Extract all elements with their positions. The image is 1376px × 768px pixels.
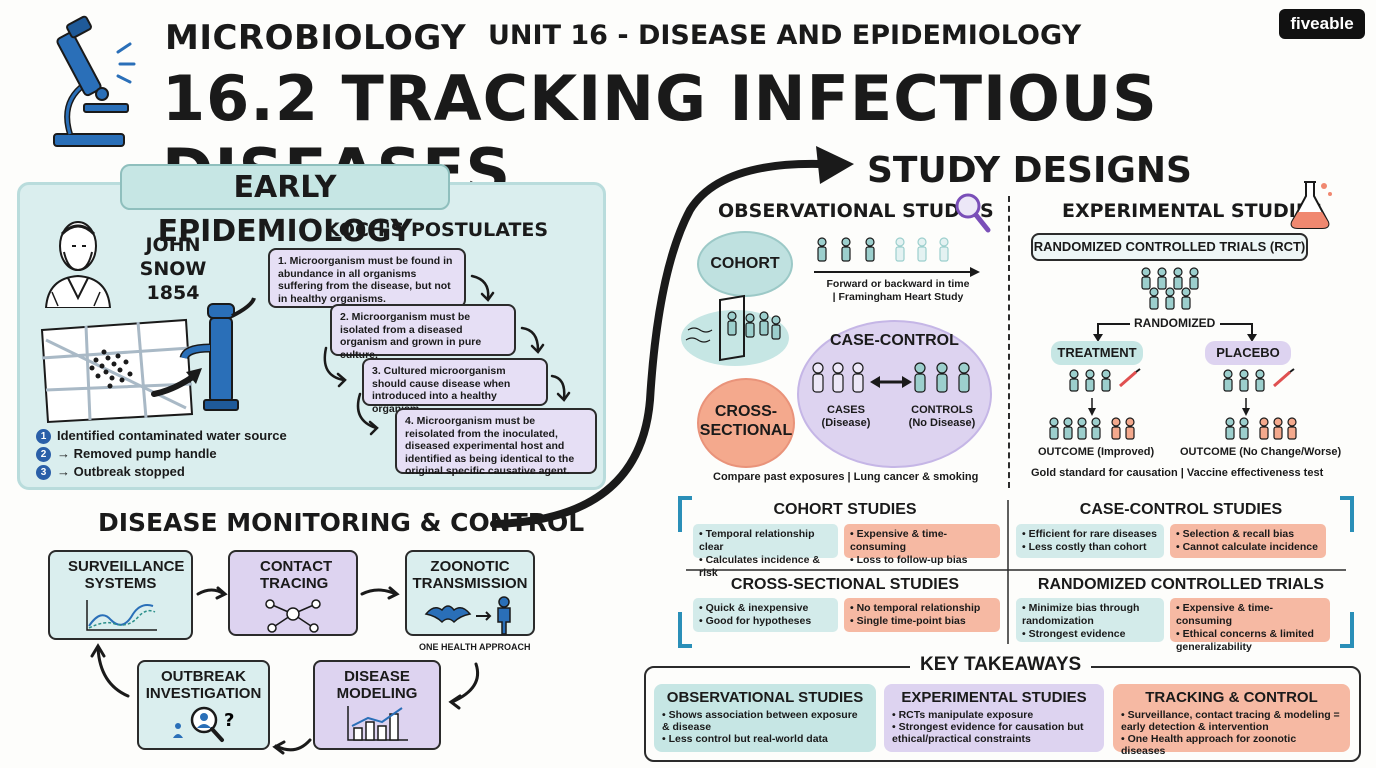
rct-pros: Minimize bias through randomizationStron… [1016,598,1164,642]
case-control-bubble [797,320,992,468]
outcome-no-change-label: OUTCOME (No Change/Worse) [1180,446,1342,458]
snow-step-3: 3→ Outbreak stopped [36,464,287,480]
rct-studies-title: RANDOMIZED CONTROLLED TRIALS [1037,576,1325,593]
case-control-pros: Efficient for rare diseasesLess costly t… [1016,524,1164,558]
koch-flow-arrows-icon [323,274,571,436]
modeling-label: DISEASE MODELING [336,668,418,702]
timeline-people-icon [814,237,980,277]
john-snow-name: JOHN SNOW [139,234,207,280]
cases-label: CASES (Disease) [821,404,871,429]
outcome-improved-label: OUTCOME (Improved) [1038,446,1155,458]
takeaway-experimental: EXPERIMENTAL STUDIES RCTs manipulate exp… [884,684,1104,752]
magnifier-icon [955,193,991,233]
randomized-label: RANDOMIZED [1134,316,1216,330]
zoonotic-transmission-box: ZOONOTIC TRANSMISSION [405,550,535,636]
cross-sectional-studies-title: CROSS-SECTIONAL STUDIES [730,576,960,593]
cohort-group-icon [681,294,789,366]
observational-studies-title: OBSERVATIONAL STUDIES [718,200,994,222]
case-control-studies-title: CASE-CONTROL STUDIES [1079,501,1283,518]
monitoring-cycle-arrows-icon [90,586,479,755]
early-epidemiology-heading: EARLY EPIDEMIOLOGY [120,164,450,249]
bat-to-human-icon [424,596,511,635]
water-pump-icon [179,297,256,411]
treatment-label: TREATMENT [1051,341,1143,365]
snow-step-2: 2→ Removed pump handle [36,446,287,462]
key-takeaways-title: KEY TAKEAWAYS [910,654,1092,676]
contact-tracing-label: CONTACT TRACING [260,558,333,592]
outbreak-investigation-box: OUTBREAK INVESTIGATION ? [137,660,270,750]
one-health-label: ONE HEALTH APPROACH [419,642,531,652]
brand-logo: fiveable [1279,9,1365,39]
microscope-icon [53,15,136,147]
koch-postulate-1: 1. Microorganism must be found in abunda… [268,248,466,308]
john-snow-label: JOHN SNOW 1854 [118,233,228,305]
study-designs-title: STUDY DESIGNS [867,150,1192,191]
takeaway-tracking-control: TRACKING & CONTROL Surveillance, contact… [1113,684,1350,757]
case-control-cons: Selection & recall biasCannot calculate … [1170,524,1326,558]
experimental-studies-title: EXPERIMENTAL STUDIES [1062,200,1323,222]
cohort-pros: Temporal relationship clearCalculates in… [693,524,838,579]
magnifier-people-icon: ? [172,706,234,742]
cohort-studies-title: COHORT STUDIES [773,501,917,518]
cohort-description: Forward or backward in time | Framingham… [826,278,970,303]
rct-cons: Expensive & time-consumingEthical concer… [1170,598,1330,653]
flask-icon [1290,181,1332,229]
observational-footnote: Compare past exposures | Lung cancer & s… [713,471,979,483]
koch-postulates-title: KOCH'S POSTULATES [325,219,549,241]
svg-text:?: ? [224,710,234,731]
rct-label: RANDOMIZED CONTROLLED TRIALS (RCT) [1031,233,1308,261]
cohort-bubble: COHORT [697,231,793,297]
outbreak-label: OUTBREAK INVESTIGATION [145,668,262,702]
experimental-footnote: Gold standard for causation | Vaccine ef… [1031,467,1324,479]
bar-chart-icon [347,706,408,741]
placebo-label: PLACEBO [1205,341,1291,365]
surveillance-label: SURVEILLANCE SYSTEMS [68,558,185,592]
subject-label: MICROBIOLOGY [165,18,467,58]
koch-postulate-3: 3. Cultured microorganism should cause d… [362,358,548,415]
rct-population-icon [1141,267,1199,310]
case-control-title: CASE-CONTROL [830,332,959,349]
disease-modeling-box: DISEASE MODELING [313,660,441,750]
john-snow-year: 1854 [146,282,200,304]
network-icon [265,599,321,633]
cohort-cons: Expensive & time-consumingLoss to follow… [844,524,1000,566]
controls-label: CONTROLS (No Disease) [908,404,976,429]
koch-postulate-4: 4. Microorganism must be reisolated from… [395,408,597,477]
cross-sectional-cons: No temporal relationshipSingle time-poin… [844,598,1000,632]
surveillance-chart-icon [85,600,157,631]
randomized-branch-arrows-icon [1093,323,1257,342]
cases-vs-controls-icon [812,362,970,393]
map-to-pump-arrow-icon [151,368,202,397]
zoonotic-label: ZOONOTIC TRANSMISSION [412,558,528,592]
cross-sectional-pros: Quick & inexpensiveGood for hypotheses [693,598,838,632]
contact-tracing-box: CONTACT TRACING [228,550,358,636]
trial-outcomes-icon [1049,368,1297,440]
takeaway-observational: OBSERVATIONAL STUDIES Shows association … [654,684,876,752]
cross-sectional-bubble: CROSS- SECTIONAL [697,378,795,468]
koch-postulate-2: 2. Microorganism must be isolated from a… [330,304,516,361]
surveillance-systems-box: SURVEILLANCE SYSTEMS [48,550,193,640]
unit-label: UNIT 16 - DISEASE AND EPIDEMIOLOGY [488,20,1082,51]
connector-arrow-icon [490,146,854,528]
section-divider [1008,196,1010,488]
john-snow-portrait-icon [44,221,112,308]
